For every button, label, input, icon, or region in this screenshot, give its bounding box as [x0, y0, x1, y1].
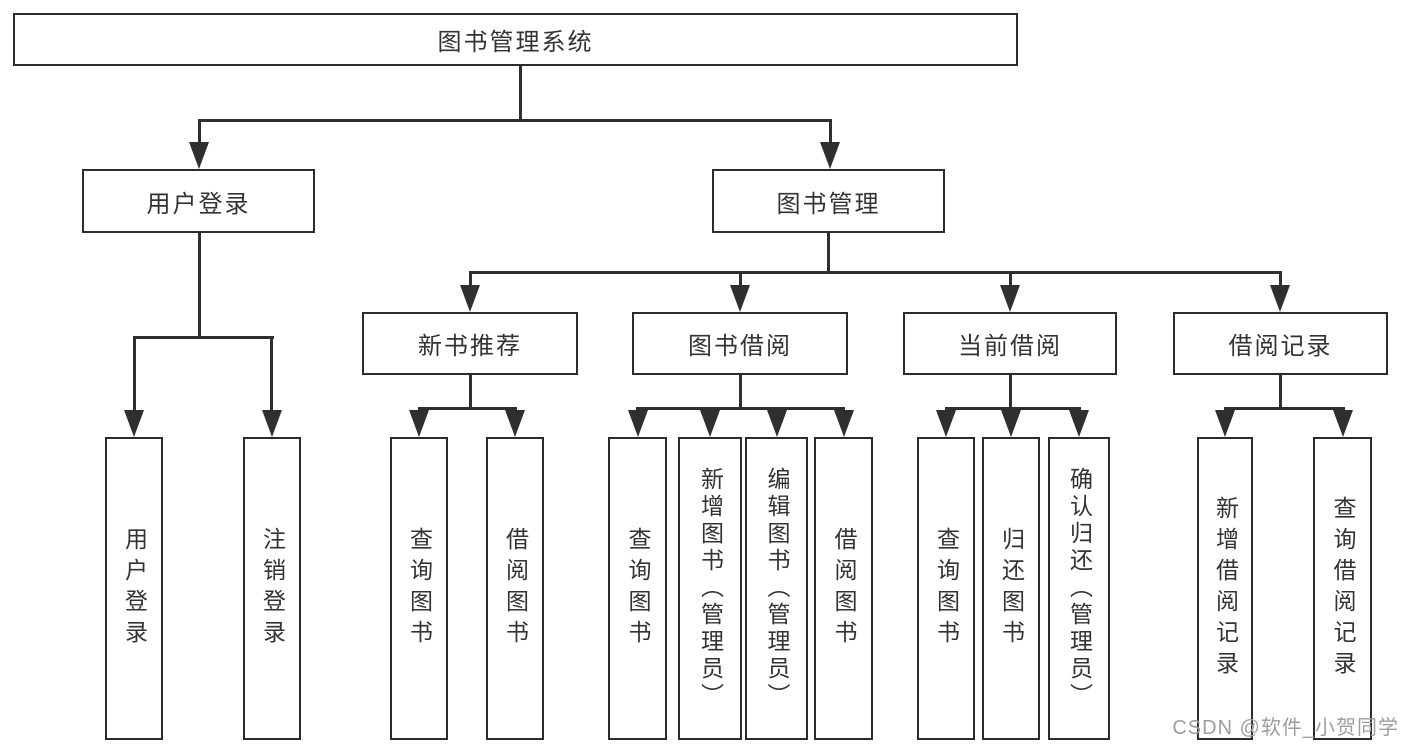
arrow-head [766, 410, 787, 437]
node-user-login: 用户登录 [82, 169, 315, 233]
arrow-head [505, 410, 525, 437]
leaf-logout-label: 注销登录 [259, 526, 286, 651]
leaf-records-query-record-label: 查询借阅记录 [1330, 495, 1356, 682]
connector-line [738, 272, 742, 288]
connector-line [738, 375, 742, 408]
arrow-head [1332, 410, 1353, 437]
arrow-head [627, 410, 648, 437]
connector-line [1278, 375, 1282, 408]
connector-line [417, 406, 517, 410]
arrow-head [1270, 285, 1290, 312]
connector-line [132, 337, 136, 413]
arrow-head [1069, 410, 1089, 437]
connector-line [1278, 272, 1282, 288]
node-book-borrowing-label: 图书借阅 [688, 333, 792, 360]
connector-line [468, 270, 1282, 274]
leaf-borrowing-add-books-admin-label: 新增图书（管理员） [697, 467, 724, 710]
arrow-head [409, 410, 429, 437]
leaf-borrowing-borrow-books-label: 借阅图书 [831, 526, 857, 651]
node-root: 图书管理系统 [13, 13, 1018, 66]
arrow-head [189, 142, 209, 169]
arrow-head [1215, 410, 1235, 437]
arrow-head [833, 410, 854, 437]
node-current-borrowing-label: 当前借阅 [958, 333, 1062, 360]
node-borrowing-records-label: 借阅记录 [1228, 333, 1333, 360]
arrow-head [124, 410, 144, 437]
connector-line [468, 272, 472, 288]
node-new-book-recommend: 新书推荐 [362, 312, 578, 375]
connector-line [270, 337, 273, 413]
connector-line [518, 66, 522, 120]
node-root-label: 图书管理系统 [437, 29, 594, 56]
leaf-borrowing-add-books-admin: 新增图书（管理员） [678, 437, 742, 740]
leaf-current-return-books-label: 归还图书 [998, 526, 1025, 651]
leaf-recommend-query-books-label: 查询图书 [406, 526, 433, 651]
leaf-borrowing-query-books-label: 查询图书 [625, 526, 651, 651]
leaf-borrowing-edit-books-admin-label: 编辑图书（管理员） [764, 467, 790, 710]
leaf-logout: 注销登录 [243, 437, 301, 740]
connector-line [197, 232, 201, 337]
connector-line [828, 120, 832, 146]
leaf-current-confirm-return-admin-label: 确认归还（管理员） [1066, 467, 1093, 710]
csdn-watermark: CSDN @软件_小贺同学 [1172, 717, 1399, 739]
leaf-recommend-borrow-books-label: 借阅图书 [502, 526, 529, 651]
leaf-borrowing-query-books: 查询图书 [608, 437, 667, 740]
connector-line [468, 375, 472, 408]
connector-line [197, 120, 201, 146]
node-book-management-label: 图书管理 [776, 190, 881, 218]
arrow-head [1000, 285, 1020, 312]
leaf-borrowing-edit-books-admin: 编辑图书（管理员） [745, 437, 808, 740]
leaf-borrowing-borrow-books: 借阅图书 [814, 437, 873, 740]
node-user-login-label: 用户登录 [146, 190, 251, 218]
leaf-records-query-record: 查询借阅记录 [1313, 437, 1372, 740]
node-book-borrowing: 图书借阅 [632, 312, 848, 375]
arrow-head [936, 410, 956, 437]
leaf-current-query-books-label: 查询图书 [933, 526, 960, 651]
arrow-head [460, 285, 480, 312]
leaf-user-login: 用户登录 [105, 437, 163, 740]
node-book-management: 图书管理 [712, 169, 945, 233]
connector-line [197, 118, 832, 122]
node-current-borrowing: 当前借阅 [903, 312, 1117, 375]
leaf-current-return-books: 归还图书 [982, 437, 1040, 740]
leaf-recommend-query-books: 查询图书 [390, 437, 448, 740]
leaf-current-confirm-return-admin: 确认归还（管理员） [1048, 437, 1110, 740]
leaf-current-query-books: 查询图书 [917, 437, 975, 740]
arrow-head [730, 285, 750, 312]
arrow-head [820, 142, 840, 169]
arrow-head [261, 410, 282, 437]
leaf-user-login-label: 用户登录 [121, 526, 148, 651]
arrow-head [1001, 410, 1021, 437]
connector-line [944, 406, 1081, 410]
connector-line [132, 335, 274, 339]
connector-line [636, 406, 845, 410]
connector-line [1008, 375, 1012, 408]
connector-line [1223, 406, 1345, 410]
leaf-recommend-borrow-books: 借阅图书 [486, 437, 544, 740]
connector-line [1008, 272, 1012, 288]
connector-line [826, 233, 830, 272]
node-new-book-recommend-label: 新书推荐 [418, 333, 522, 360]
node-borrowing-records: 借阅记录 [1173, 312, 1388, 375]
leaf-records-add-record: 新增借阅记录 [1197, 437, 1253, 740]
arrow-head [700, 410, 720, 437]
leaf-records-add-record-label: 新增借阅记录 [1212, 495, 1239, 682]
